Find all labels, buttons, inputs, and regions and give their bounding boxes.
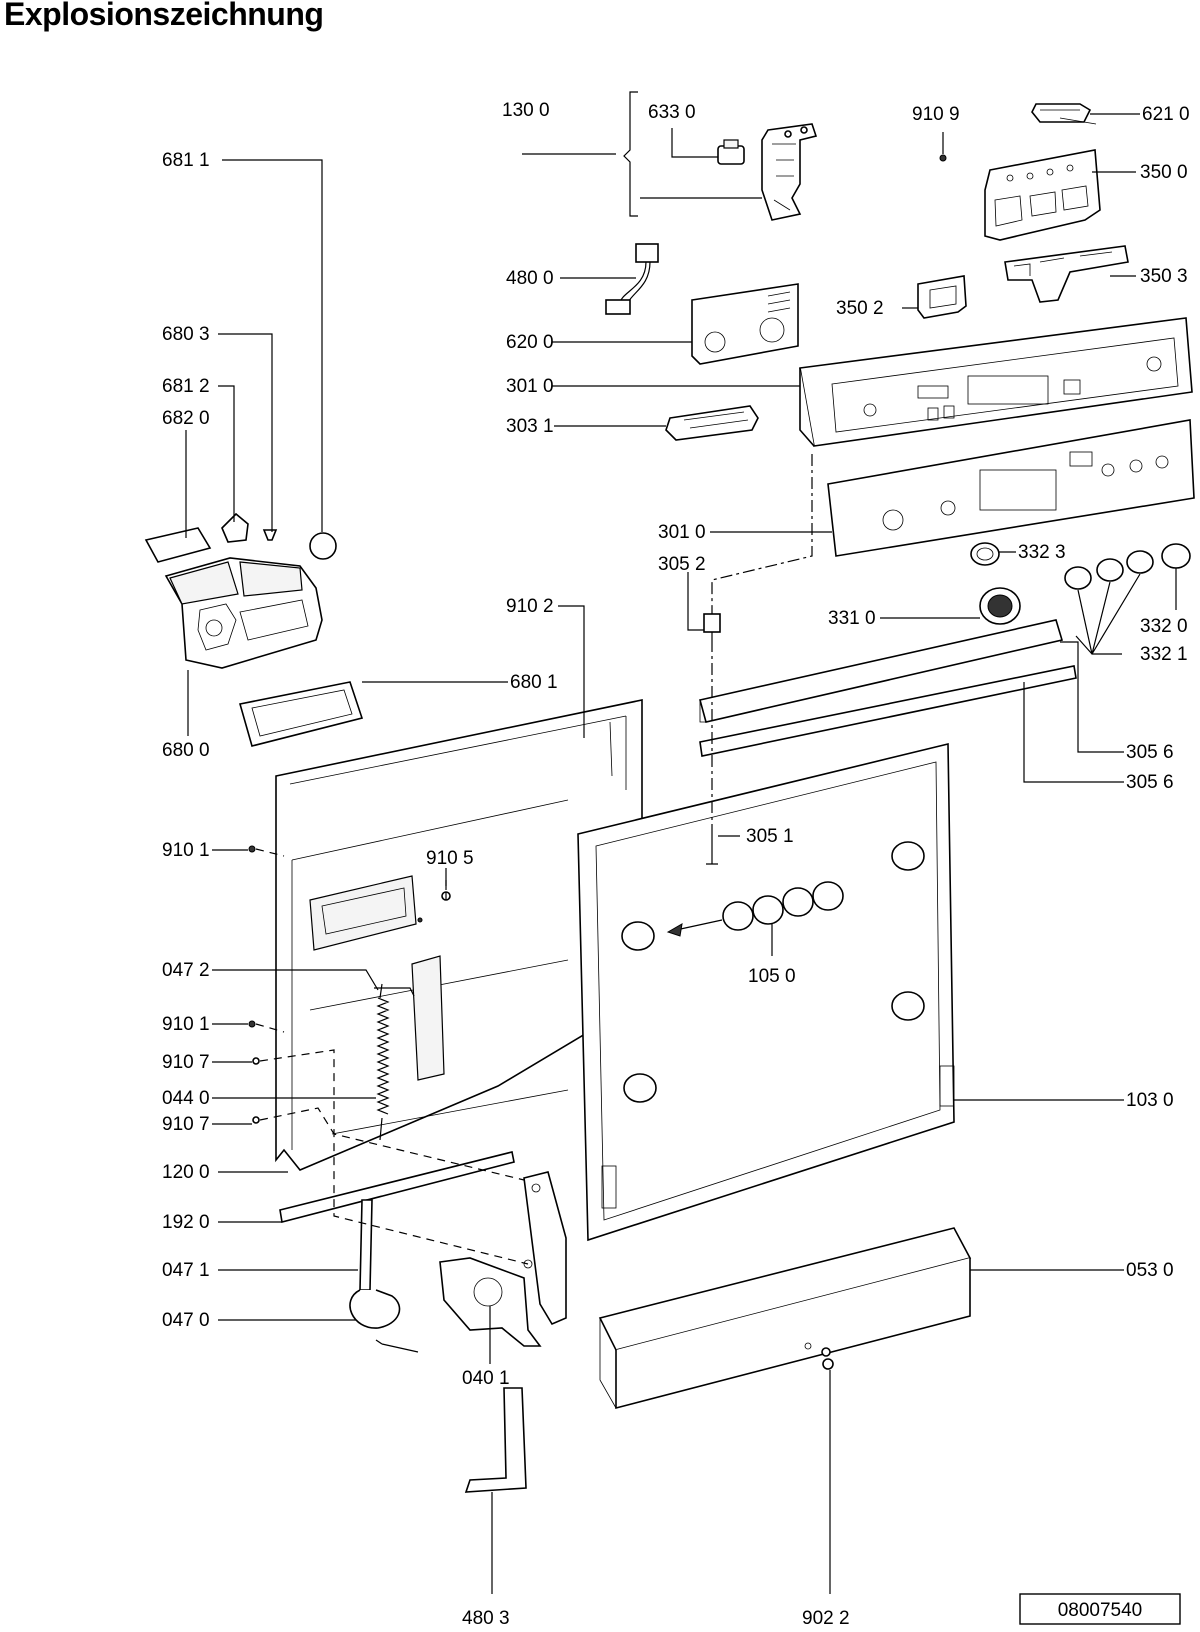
part-105-0 — [666, 881, 844, 937]
callout-305-1: 305 1 — [746, 826, 794, 847]
part-680-0 — [164, 557, 323, 669]
part-350-2 — [917, 275, 967, 319]
callout-047-2: 047 2 — [162, 960, 210, 981]
callout-305-6-a: 305 6 — [1126, 742, 1174, 763]
callout-332-0: 332 0 — [1140, 616, 1188, 637]
part-305-6-rail-lower — [699, 665, 1077, 757]
callout-620-0: 620 0 — [506, 332, 554, 353]
part-480-3 — [464, 1387, 527, 1493]
callout-910-7-a: 910 7 — [162, 1052, 210, 1073]
part-130-0 — [761, 123, 818, 221]
part-331-0 — [979, 587, 1021, 625]
callout-044-0: 044 0 — [162, 1088, 210, 1109]
callout-305-2: 305 2 — [658, 554, 706, 575]
callout-681-2: 681 2 — [162, 376, 210, 397]
callout-047-0: 047 0 — [162, 1310, 210, 1331]
part-053-0 — [598, 1227, 972, 1410]
part-040-1 — [439, 1171, 567, 1347]
callout-192-0: 192 0 — [162, 1212, 210, 1233]
callout-labels: 681 1 130 0 633 0 910 9 621 0 350 0 350 … — [162, 100, 1190, 1629]
part-350-3 — [1004, 245, 1129, 303]
callout-301-0-lower: 301 0 — [658, 522, 706, 543]
part-680-1 — [238, 681, 364, 747]
callout-682-0: 682 0 — [162, 408, 210, 429]
part-047-0 — [349, 1289, 419, 1353]
callout-301-0-upper: 301 0 — [506, 376, 554, 397]
callout-303-1: 303 1 — [506, 416, 554, 437]
callout-621-0: 621 0 — [1142, 104, 1190, 125]
callout-681-1: 681 1 — [162, 150, 210, 171]
callout-910-9: 910 9 — [912, 104, 960, 125]
part-192-0 — [279, 1151, 515, 1223]
callout-910-1-b: 910 1 — [162, 1014, 210, 1035]
part-047-2 — [374, 987, 415, 997]
callout-480-0: 480 0 — [506, 268, 554, 289]
callout-902-2: 902 2 — [802, 1608, 850, 1629]
part-301-0-upper — [799, 317, 1193, 447]
callout-103-0: 103 0 — [1126, 1090, 1174, 1111]
part-103-0 — [577, 742, 955, 1242]
callout-480-3: 480 3 — [462, 1608, 510, 1629]
part-480-0 — [605, 243, 659, 315]
part-332-3 — [970, 542, 1000, 566]
part-633-0 — [717, 139, 745, 165]
callout-120-0: 120 0 — [162, 1162, 210, 1183]
part-682-0 — [144, 527, 212, 563]
callout-047-1: 047 1 — [162, 1260, 210, 1281]
callout-910-1-a: 910 1 — [162, 840, 210, 861]
part-910-1-a — [248, 845, 256, 853]
callout-910-7-b: 910 7 — [162, 1114, 210, 1135]
drawing-number: 08007540 — [1058, 1600, 1143, 1621]
part-305-6-rail-upper — [699, 619, 1064, 723]
part-620-0 — [691, 283, 799, 365]
part-350-0 — [984, 149, 1101, 241]
part-120-0 — [275, 699, 643, 1171]
drawing-number-box: 08007540 — [1019, 1593, 1181, 1625]
part-681-1 — [309, 532, 337, 560]
part-305-2 — [703, 613, 721, 640]
part-047-1 — [359, 1199, 373, 1291]
callout-331-0: 331 0 — [828, 608, 876, 629]
callout-130-0: 130 0 — [502, 100, 550, 121]
part-902-2 — [821, 1347, 834, 1370]
part-332-1 — [1064, 550, 1154, 590]
callout-105-0: 105 0 — [748, 966, 796, 987]
callout-332-1: 332 1 — [1140, 644, 1188, 665]
part-910-7-a — [252, 1057, 260, 1065]
page-title: Explosionszeichnung — [4, 0, 324, 32]
part-910-1-b — [248, 1020, 256, 1028]
part-303-1 — [665, 405, 759, 441]
part-910-9 — [939, 154, 947, 162]
callout-332-3: 332 3 — [1018, 542, 1066, 563]
callout-350-2: 350 2 — [836, 298, 884, 319]
part-301-0-lower — [827, 419, 1195, 557]
callout-910-5: 910 5 — [426, 848, 474, 869]
callout-350-3: 350 3 — [1140, 266, 1188, 287]
part-305-1 — [706, 832, 718, 865]
callout-680-3: 680 3 — [162, 324, 210, 345]
callout-680-0: 680 0 — [162, 740, 210, 761]
callout-910-2: 910 2 — [506, 596, 554, 617]
part-681-2 — [221, 512, 249, 543]
part-680-3 — [262, 529, 278, 541]
part-621-0 — [1031, 103, 1097, 125]
brace-130-0 — [623, 91, 638, 217]
callout-680-1: 680 1 — [510, 672, 558, 693]
part-044-0 — [376, 983, 390, 1141]
callout-305-6-b: 305 6 — [1126, 772, 1174, 793]
callout-053-0: 053 0 — [1126, 1260, 1174, 1281]
part-910-7-b — [252, 1116, 260, 1124]
part-332-0 — [1161, 543, 1191, 569]
callout-040-1: 040 1 — [462, 1368, 510, 1389]
callout-633-0: 633 0 — [648, 102, 696, 123]
leader-lines — [185, 113, 1177, 1594]
callout-350-0: 350 0 — [1140, 162, 1188, 183]
